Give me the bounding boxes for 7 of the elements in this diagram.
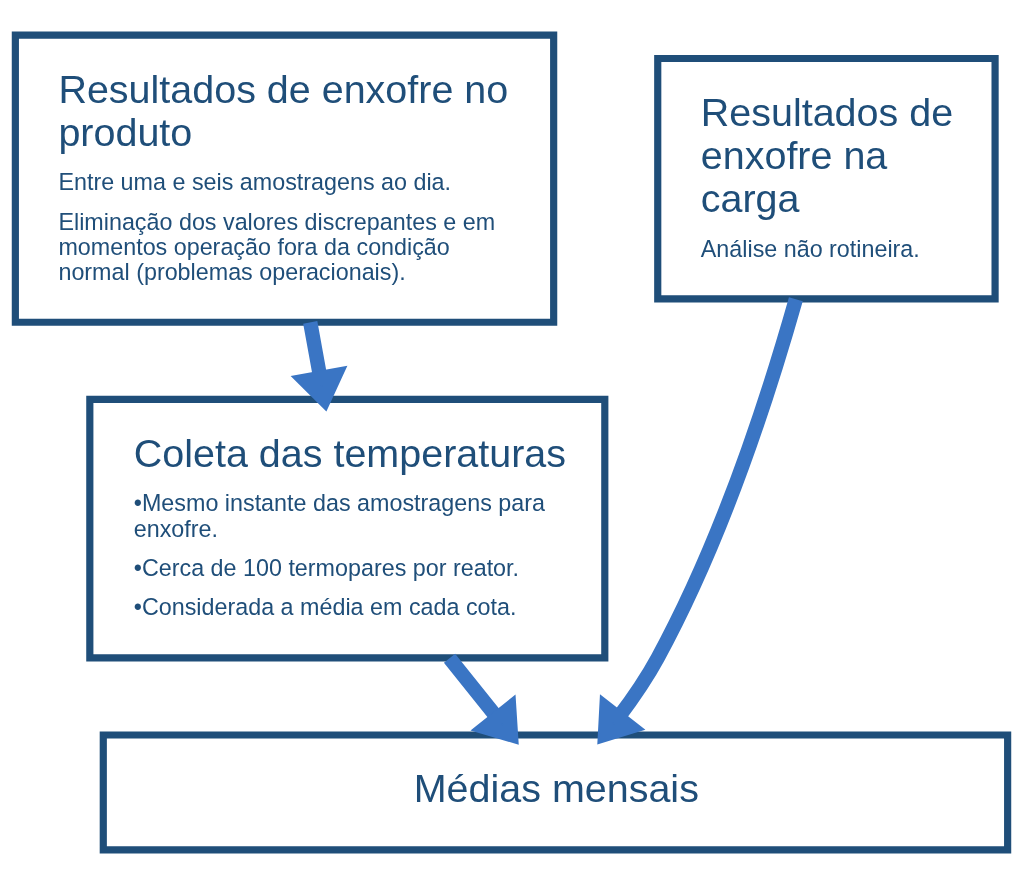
node-box: Coleta das temperaturas •Mesmo instante das amostragens para enxofre. •Cerca de 100 termopares por reator. •Considerada a média em cada cota. — [86, 395, 609, 661]
node-box: Médias mensais — [99, 730, 1012, 853]
node-box: Resultados de enxofre no produto Entre uma e seis amostragens ao dia. Eliminação dos valores discrepantes e em momentos operação fora da condição normal (problemas operacionais). — [11, 31, 558, 326]
arrow — [597, 296, 803, 744]
arrow — [290, 320, 348, 411]
node-box: Resultados de enxofre na carga Análise não rotineira. — [654, 54, 999, 303]
arrow — [443, 653, 519, 745]
